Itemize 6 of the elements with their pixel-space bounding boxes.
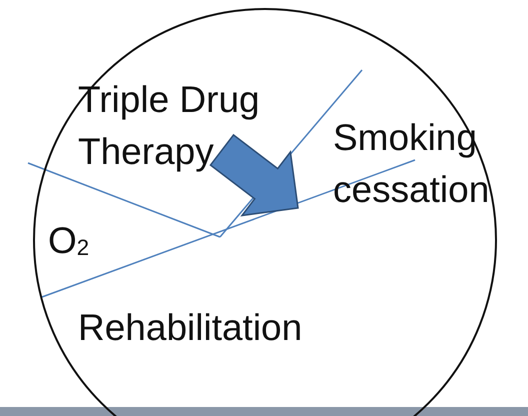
- block-arrow: [209, 134, 299, 216]
- sector-label: Smoking cessation: [333, 116, 490, 212]
- sector-label: Rehabilitation: [78, 306, 304, 350]
- sector-label: Triple Drug Therapy: [78, 78, 261, 174]
- sector-label: O$_{2}$: [48, 219, 90, 263]
- circle-diagram: [33, 8, 497, 416]
